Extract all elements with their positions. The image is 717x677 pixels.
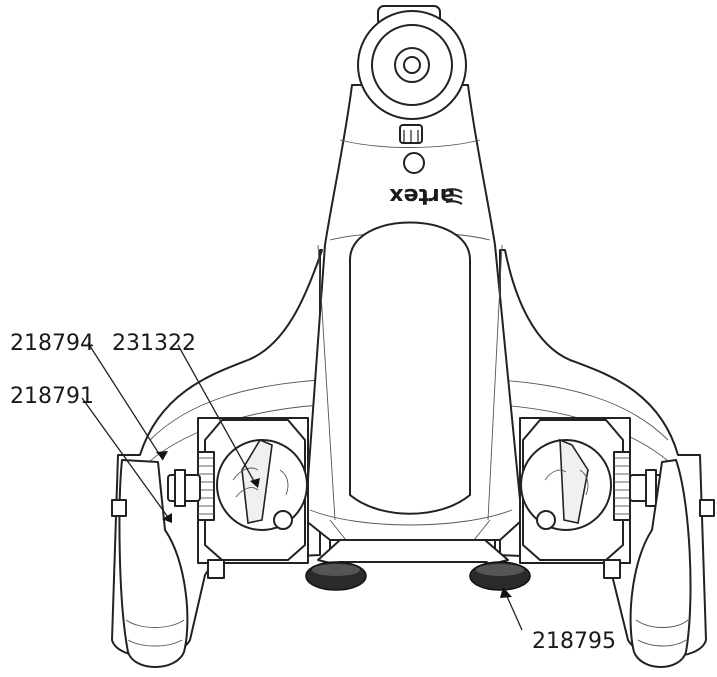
logo-text: artex bbox=[389, 183, 454, 208]
right-side-wheel bbox=[629, 459, 715, 668]
central-column bbox=[304, 84, 523, 546]
label-218791: 218791 bbox=[10, 384, 94, 409]
bottom-knobs bbox=[305, 539, 531, 591]
leader-lines bbox=[81, 342, 523, 631]
upper-round-head bbox=[357, 5, 467, 120]
part-labels: 218794 231322 218791 218795 bbox=[10, 331, 616, 654]
label-218794: 218794 bbox=[10, 331, 94, 356]
label-231322: 231322 bbox=[112, 331, 196, 356]
label-218795: 218795 bbox=[532, 629, 616, 654]
artex-logo-icon bbox=[445, 188, 463, 205]
left-condylar-housing bbox=[167, 417, 309, 579]
artex-logo: artex bbox=[389, 183, 463, 208]
right-condylar-housing bbox=[519, 417, 663, 579]
left-side-wheel bbox=[111, 459, 189, 668]
